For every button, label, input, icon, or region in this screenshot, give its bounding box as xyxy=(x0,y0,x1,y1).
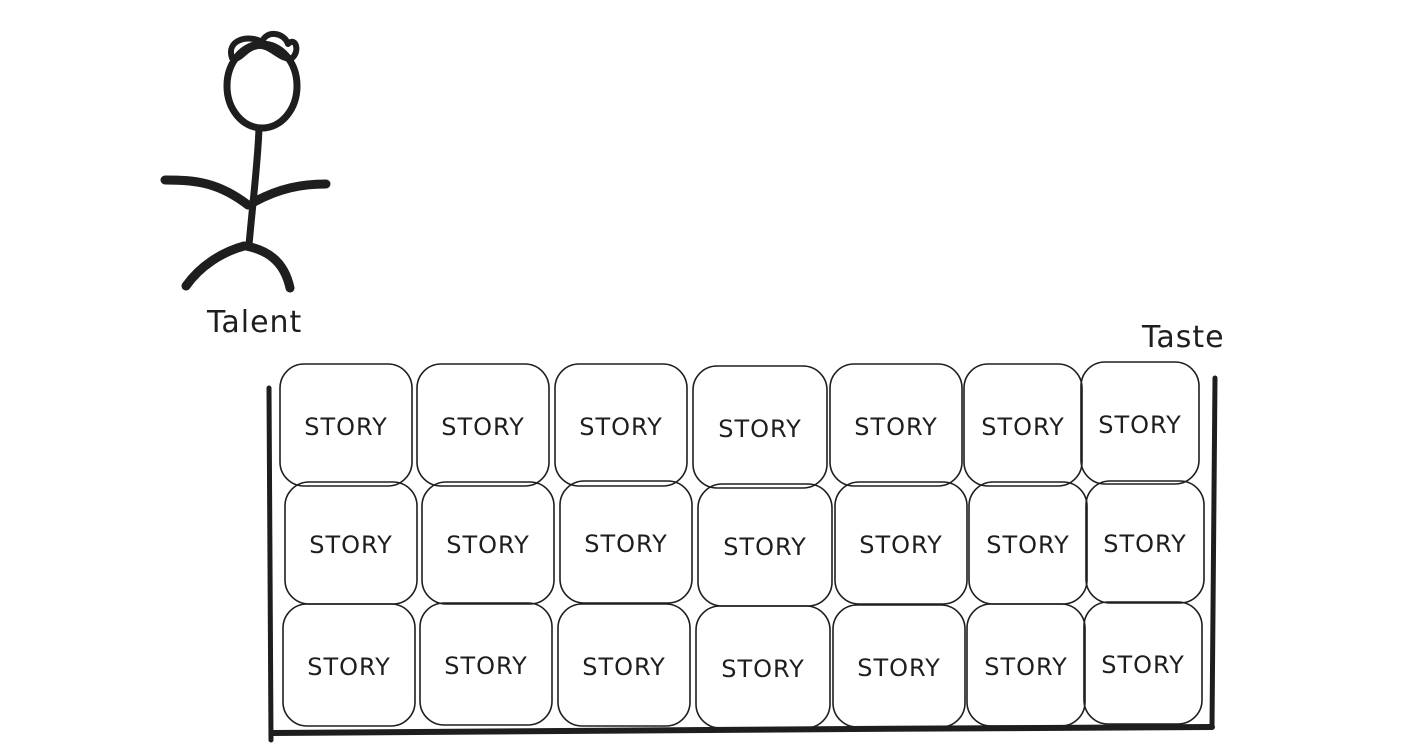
story-block-label: STORY xyxy=(582,653,666,681)
story-block: STORY xyxy=(557,603,691,727)
container xyxy=(266,375,1218,743)
story-block-label: STORY xyxy=(304,413,388,441)
talent-label: Talent xyxy=(207,305,303,340)
story-block-label: STORY xyxy=(718,415,802,443)
story-block-label: STORY xyxy=(1098,411,1182,439)
taste-label: Taste xyxy=(1142,320,1225,355)
story-block-label: STORY xyxy=(854,413,938,441)
story-block: STORY xyxy=(1085,480,1205,604)
spine xyxy=(245,124,263,249)
story-block: STORY xyxy=(829,363,963,487)
story-block-label: STORY xyxy=(1101,651,1185,679)
story-block-outline xyxy=(966,603,1086,727)
story-block-label: STORY xyxy=(446,531,530,559)
container-bottom xyxy=(269,724,1215,736)
story-block-outline xyxy=(1085,480,1205,604)
story-block: STORY xyxy=(421,481,555,605)
story-block: STORY xyxy=(419,602,553,726)
story-block-label: STORY xyxy=(441,413,525,441)
stick-figure-icon xyxy=(160,31,331,293)
story-block-outline xyxy=(695,605,831,729)
story-block-outline xyxy=(832,604,966,728)
story-block-label: STORY xyxy=(584,530,668,558)
story-block: STORY xyxy=(559,480,693,604)
story-block-label: STORY xyxy=(444,652,528,680)
story-block: STORY xyxy=(1083,601,1203,725)
story-block-outline xyxy=(834,481,968,605)
story-block: STORY xyxy=(695,605,831,729)
story-block: STORY xyxy=(284,481,418,605)
story-block: STORY xyxy=(966,603,1086,727)
story-block-outline xyxy=(416,363,550,487)
story-block-outline xyxy=(554,363,688,487)
story-block-label: STORY xyxy=(307,653,391,681)
story-block: STORY xyxy=(692,365,828,489)
story-block-label: STORY xyxy=(986,531,1070,559)
story-block-outline xyxy=(1083,601,1203,725)
container-right-wall xyxy=(1209,375,1218,730)
story-block-outline xyxy=(282,603,416,727)
story-block-label: STORY xyxy=(859,531,943,559)
story-block-label: STORY xyxy=(857,654,941,682)
story-block-outline xyxy=(829,363,963,487)
story-block-label: STORY xyxy=(579,413,663,441)
story-block-outline xyxy=(419,602,553,726)
container-left-wall xyxy=(266,385,274,743)
story-block: STORY xyxy=(832,604,966,728)
story-block-outline xyxy=(557,603,691,727)
story-block: STORY xyxy=(834,481,968,605)
story-block: STORY xyxy=(282,603,416,727)
story-block-outline xyxy=(421,481,555,605)
story-block-label: STORY xyxy=(984,653,1068,681)
head xyxy=(223,40,301,132)
story-block-label: STORY xyxy=(981,413,1065,441)
story-block-label: STORY xyxy=(723,533,807,561)
story-block-outline xyxy=(559,480,693,604)
left-leg xyxy=(181,241,249,291)
story-block: STORY xyxy=(279,363,413,487)
story-blocks: STORY STORY STORY STORY STORY STORY STORY STORY… xyxy=(279,361,1205,729)
story-block: STORY xyxy=(554,363,688,487)
right-leg xyxy=(241,241,295,293)
story-block: STORY xyxy=(1080,361,1200,485)
story-block: STORY xyxy=(697,483,833,607)
story-block-label: STORY xyxy=(1103,530,1187,558)
story-block-outline xyxy=(1080,361,1200,485)
story-block-outline xyxy=(963,363,1083,487)
right-arm xyxy=(249,179,331,207)
story-block: STORY xyxy=(963,363,1083,487)
story-block: STORY xyxy=(968,481,1088,605)
story-block-outline xyxy=(279,363,413,487)
story-block: STORY xyxy=(416,363,550,487)
left-arm xyxy=(160,175,253,210)
story-block-label: STORY xyxy=(721,655,805,683)
story-block-label: STORY xyxy=(309,531,393,559)
story-block-outline xyxy=(692,365,828,489)
